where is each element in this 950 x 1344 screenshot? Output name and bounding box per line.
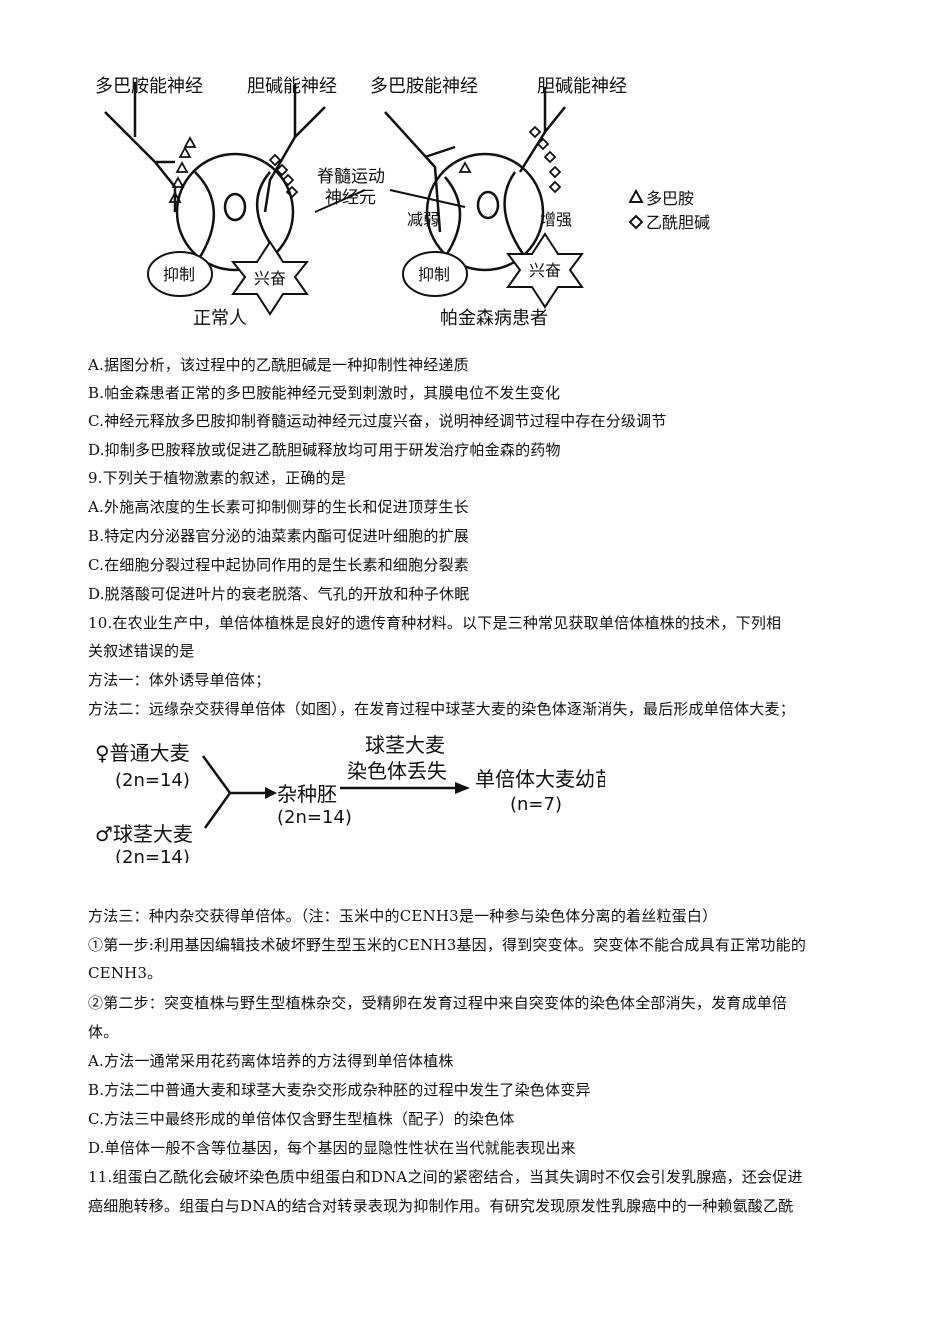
cholinergic-nerve-label-patient: 胆碱能神经 (537, 76, 627, 97)
q10-method-1: 方法一：体外诱导单倍体； (88, 671, 271, 689)
male-karyotype: (2n=14) (115, 847, 190, 863)
male-parent: ♂球茎大麦 (95, 822, 193, 846)
parkinson-neural-diagram: 多巴胺能神经 胆碱能神经 多巴胺能神经 胆碱能神经 脊髓运动 神经元 减弱 增强… (95, 76, 710, 329)
barley-hybridization-diagram: ♀普通大麦 (2n=14) ♂球茎大麦 (2n=14) 杂种胚 (2n=14) … (95, 733, 605, 863)
enhanced-label: 增强 (540, 210, 572, 229)
legend-acetylcholine: 乙酰胆碱 (646, 213, 710, 232)
q10-option-c: C.方法三中最终形成的单倍体仅含野生型植株（配子）的染色体 (88, 1110, 515, 1128)
inhibit-label-patient: 抑制 (418, 265, 450, 284)
weakened-label: 减弱 (407, 210, 439, 229)
spinal-motor-neuron-label: 脊髓运动 (317, 167, 385, 187)
arrow-label-2: 染色体丢失 (347, 759, 447, 783)
q11-stem-2: 癌细胞转移。组蛋白与DNA的结合对转录表现为抑制作用。有研究发现原发性乳腺癌中的… (88, 1197, 794, 1215)
haploid-result: 单倍体大麦幼苗 (475, 767, 605, 791)
female-parent: ♀普通大麦 (95, 741, 190, 765)
arrow-label-1: 球茎大麦 (365, 733, 445, 757)
q10-method-2: 方法二：远缘杂交获得单倍体（如图），在发育过程中球茎大麦的染色体逐渐消失，最后形… (88, 700, 795, 718)
q10-step2-1: ②第二步：突变植株与野生型植株杂交，受精卵在发育过程中来自突变体的染色体全部消失… (88, 994, 788, 1012)
q8-option-b: B.帕金森患者正常的多巴胺能神经元受到刺激时，其膜电位不发生变化 (88, 384, 561, 402)
spinal-motor-neuron-label-2: 神经元 (325, 188, 376, 208)
q10-stem-2: 关叙述错误的是 (88, 642, 195, 660)
q10-stem-1: 10.在农业生产中，单倍体植株是良好的遗传育种材料。以下是三种常见获取单倍体植株… (88, 614, 782, 632)
female-karyotype: (2n=14) (115, 770, 190, 791)
hybrid-embryo: 杂种胚 (277, 782, 337, 806)
excite-label: 兴奋 (254, 269, 286, 288)
q10-step1-2: CENH3。 (88, 964, 163, 982)
parkinson-patient-caption: 帕金森病患者 (440, 308, 548, 329)
hybrid-karyotype: (2n=14) (277, 807, 352, 828)
dopamine-nerve-label-patient: 多巴胺能神经 (370, 76, 478, 97)
q10-step1-1: ①第一步:利用基因编辑技术破坏野生型玉米的CENH3基因，得到突变体。突变体不能… (88, 936, 807, 954)
dopamine-nerve-label-normal: 多巴胺能神经 (95, 76, 203, 97)
q8-option-a: A.据图分析，该过程中的乙酰胆碱是一种抑制性神经递质 (88, 356, 469, 374)
excite-label-patient: 兴奋 (529, 261, 561, 280)
cholinergic-nerve-label-normal: 胆碱能神经 (247, 76, 337, 97)
normal-person-caption: 正常人 (193, 308, 247, 329)
q9-stem: 9.下列关于植物激素的叙述，正确的是 (88, 469, 346, 487)
acetylcholine-diamonds (268, 125, 562, 199)
q11-stem-1: 11.组蛋白乙酰化会破坏染色质中组蛋白和DNA之间的紧密结合，当其失调时不仅会引… (88, 1168, 803, 1186)
haploid-karyotype: (n=7) (510, 794, 562, 815)
q10-step2-2: 体。 (88, 1023, 119, 1041)
inhibit-label: 抑制 (163, 265, 195, 284)
q8-option-c: C.神经元释放多巴胺抑制脊髓运动神经元过度兴奋，说明神经调节过程中存在分级调节 (88, 412, 667, 430)
legend-dopamine: 多巴胺 (646, 189, 694, 208)
q10-method-3: 方法三：种内杂交获得单倍体。（注：玉米中的CENH3是一种参与染色体分离的着丝粒… (88, 907, 718, 925)
q9-option-b: B.特定内分泌器官分泌的油菜素内酯可促进叶细胞的扩展 (88, 527, 469, 545)
q10-option-b: B.方法二中普通大麦和球茎大麦杂交形成杂种胚的过程中发生了染色体变异 (88, 1081, 591, 1099)
q9-option-a: A.外施高浓度的生长素可抑制侧芽的生长和促进顶芽生长 (88, 498, 469, 516)
q9-option-d: D.脱落酸可促进叶片的衰老脱落、气孔的开放和种子休眠 (88, 585, 470, 603)
q9-option-c: C.在细胞分裂过程中起协同作用的是生长素和细胞分裂素 (88, 556, 469, 574)
q10-option-d: D.单倍体一般不含等位基因，每个基因的显隐性性状在当代就能表现出来 (88, 1139, 576, 1157)
q10-option-a: A.方法一通常采用花药离体培养的方法得到单倍体植株 (88, 1052, 454, 1070)
dopamine-triangles (168, 136, 472, 203)
q8-option-d: D.抑制多巴胺释放或促进乙酰胆碱释放均可用于研发治疗帕金森的药物 (88, 441, 561, 459)
